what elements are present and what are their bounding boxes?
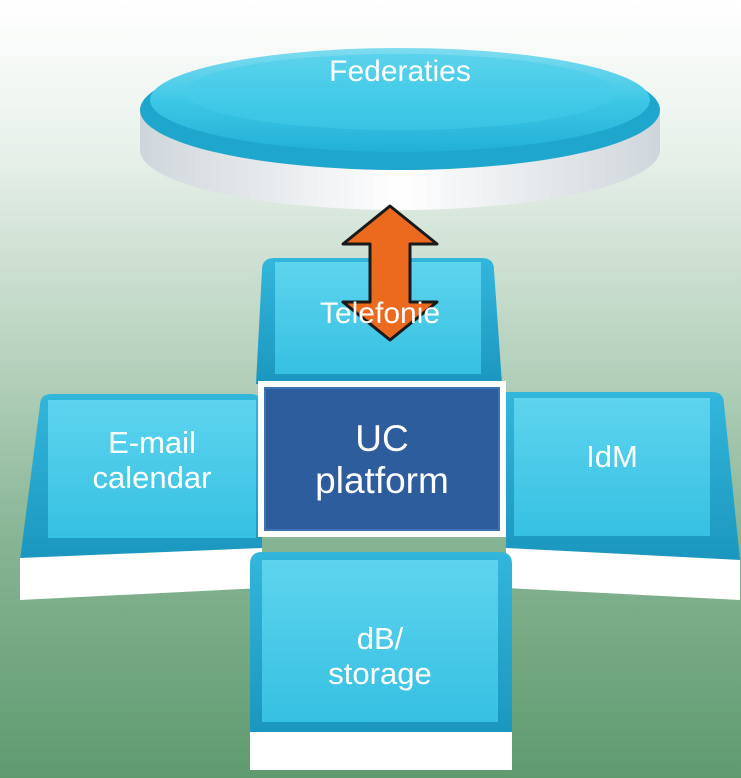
uc-platform-tile xyxy=(258,381,506,537)
uc-line1: UC xyxy=(355,418,409,460)
up-down-arrow-icon xyxy=(341,204,439,342)
db-storage-tile xyxy=(250,552,512,770)
email-line2: calendar xyxy=(92,460,212,495)
idm-text: IdM xyxy=(586,439,638,475)
telefonie-label: Telefonie xyxy=(280,292,480,336)
uc-platform-label: UC platform xyxy=(265,410,499,510)
db-storage-label: dB/ storage xyxy=(262,606,498,706)
federaties-disk xyxy=(140,48,660,210)
idm-tile xyxy=(506,392,740,600)
email-calendar-label: E-mail calendar xyxy=(48,412,256,508)
idm-label: IdM xyxy=(514,432,710,482)
db-line2: storage xyxy=(328,656,432,691)
email-calendar-tile xyxy=(20,394,262,600)
telefonie-text: Telefonie xyxy=(319,297,441,331)
federaties-label: Federaties xyxy=(250,52,550,92)
email-line1: E-mail xyxy=(108,424,196,460)
uc-line2: platform xyxy=(315,460,449,501)
federaties-text: Federaties xyxy=(329,55,471,89)
db-line1: dB/ xyxy=(356,620,404,656)
